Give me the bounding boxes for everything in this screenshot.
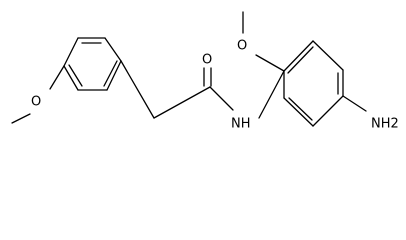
bond xyxy=(63,37,79,67)
amine-label: NH2 xyxy=(371,117,399,132)
bond xyxy=(312,95,344,127)
right-benzene-ring xyxy=(258,40,344,127)
bond xyxy=(11,113,31,124)
bond xyxy=(106,60,122,91)
bond xyxy=(49,65,65,90)
right-methoxy-group xyxy=(242,11,285,72)
left-methoxy-oxygen-label: O xyxy=(31,95,41,110)
acetamide-chain xyxy=(120,60,234,119)
amine-group xyxy=(342,95,367,112)
bond xyxy=(104,37,122,62)
carbonyl-oxygen-label: O xyxy=(202,53,212,68)
bond xyxy=(120,60,155,119)
chemical-structure: O O NH O NH2 xyxy=(11,11,399,132)
bond xyxy=(209,86,234,111)
left-methoxy-group xyxy=(11,65,65,124)
bond xyxy=(312,40,344,71)
bond xyxy=(255,54,285,72)
right-methoxy-oxygen-label: O xyxy=(237,39,247,54)
bond xyxy=(283,97,314,127)
left-benzene-ring xyxy=(63,37,122,91)
bond xyxy=(288,97,313,121)
bond xyxy=(63,65,79,91)
bond xyxy=(258,70,285,119)
amide-nitrogen-label: NH xyxy=(231,117,251,132)
bond xyxy=(68,64,83,87)
bond xyxy=(287,46,314,74)
bond xyxy=(283,40,314,72)
bond xyxy=(342,95,367,112)
bond xyxy=(153,86,211,119)
bond xyxy=(103,60,118,87)
